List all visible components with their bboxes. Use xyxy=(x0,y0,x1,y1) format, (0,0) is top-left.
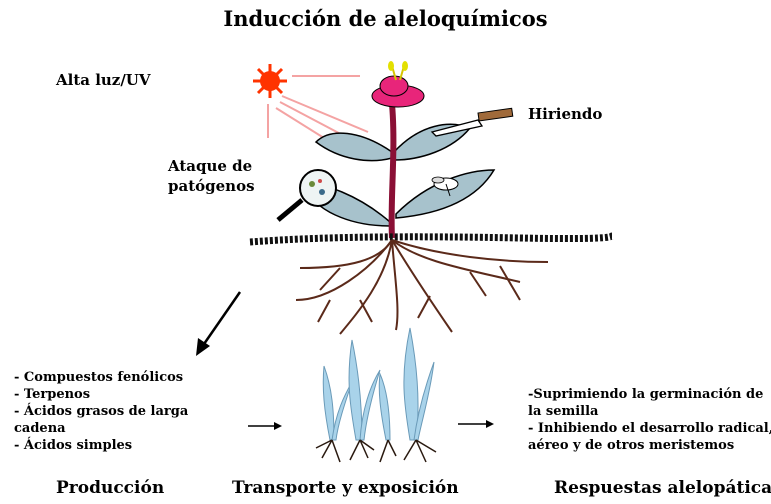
label-allelopathic-responses: Respuestas alelopáticas xyxy=(554,478,771,498)
response-item: - Inhibiendo el desarrollo radical, xyxy=(528,421,771,436)
soil-surface xyxy=(249,232,614,246)
seedlings xyxy=(315,327,437,463)
diagram-title: Inducción de aleloquímicos xyxy=(223,6,548,31)
response-item: la semilla xyxy=(528,404,599,419)
production-item: - Ácidos grasos de larga xyxy=(14,404,189,419)
magnifier-icon xyxy=(276,169,337,222)
label-transport-exposure: Transporte y exposición xyxy=(232,478,459,498)
knife-icon xyxy=(430,107,514,137)
label-high-light-uv: Alta luz/UV xyxy=(56,71,151,89)
response-item: aéreo y de otros meristemos xyxy=(528,438,735,453)
production-item: - Terpenos xyxy=(14,387,91,402)
arrow-transport-to-responses xyxy=(458,420,494,428)
responses-list: -Suprimiendo la germinación de la semill… xyxy=(528,386,771,454)
label-wounding: Hiriendo xyxy=(528,105,603,123)
production-item: - Compuestos fenólicos xyxy=(14,370,184,385)
production-item: cadena xyxy=(14,421,66,436)
sun-icon xyxy=(253,64,287,98)
arrow-production-to-transport xyxy=(248,422,282,430)
production-list: - Compuestos fenólicos - Terpenos - Ácid… xyxy=(14,369,188,454)
flower xyxy=(371,61,425,108)
plant-stem xyxy=(388,103,397,239)
plant-leaves xyxy=(305,123,496,227)
response-item: -Suprimiendo la germinación de xyxy=(528,387,764,402)
label-production: Producción xyxy=(56,478,165,498)
label-pathogen-attack: Ataque de patógenos xyxy=(168,156,255,196)
label-pathogen-line2: patógenos xyxy=(168,177,255,195)
label-pathogen-line1: Ataque de xyxy=(168,157,253,175)
arrow-to-production xyxy=(196,291,242,356)
light-rays xyxy=(267,75,369,149)
production-item: - Ácidos simples xyxy=(14,438,133,453)
insect-icon xyxy=(431,176,459,197)
plant-roots xyxy=(295,239,549,335)
